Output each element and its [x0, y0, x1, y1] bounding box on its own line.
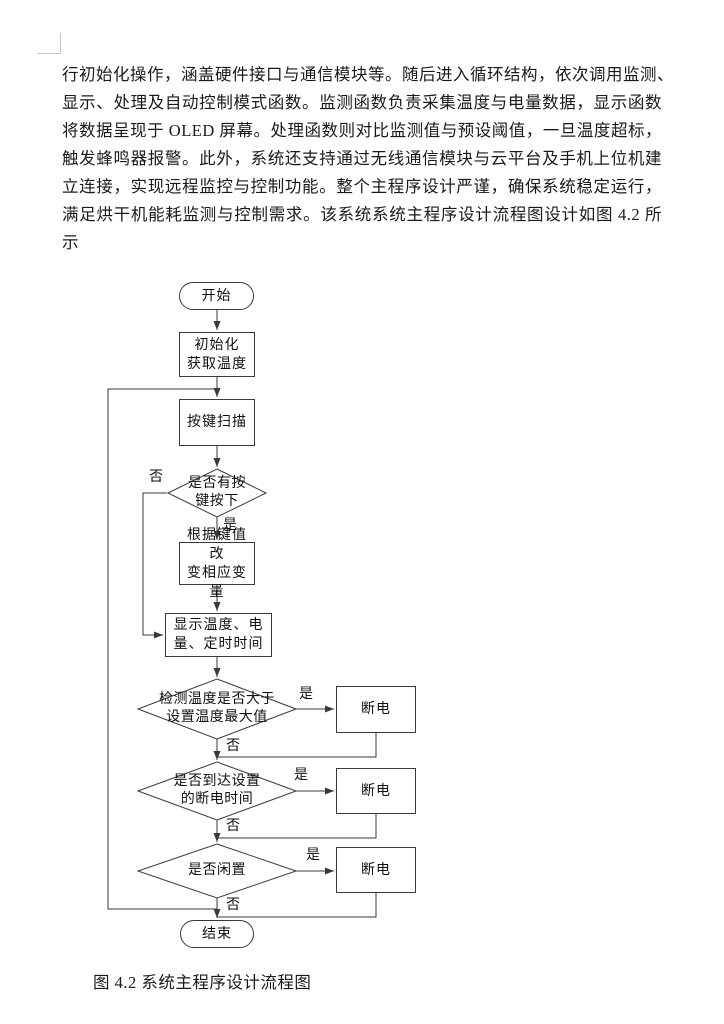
edge-keypressed-no-display	[142, 492, 167, 639]
branch-label-yes: 是	[306, 848, 320, 863]
diamond-key-pressed-shape	[166, 468, 268, 518]
node-cut-power-1: 断电	[336, 686, 416, 733]
node-start: 开始	[179, 282, 254, 310]
branch-label-yes: 是	[294, 768, 308, 783]
edge-loop-back	[107, 388, 217, 910]
text-boundary-mark-vertical	[60, 33, 61, 53]
node-cut-power-3: 断电	[336, 847, 416, 893]
branch-label-no: 否	[226, 898, 240, 913]
node-time-check-label: 是否到达设置 的断电时间	[173, 774, 261, 807]
node-display: 显示温度、电 量、定时时间	[165, 613, 272, 657]
edge-cutpower2-merge	[217, 814, 377, 839]
paragraph-line: 将数据呈现于 OLED 屏幕。处理函数则对比监测值与预设阈值，一旦温度超标，	[62, 121, 662, 140]
paragraph-line: 立连接，实现远程监控与控制功能。整个主程序设计严谨，确保系统稳定运行，	[62, 177, 662, 196]
diamond-idle-check-shape	[136, 843, 298, 899]
branch-label-yes: 是	[223, 518, 237, 533]
paragraph-line: 行初始化操作，涵盖硬件接口与通信模块等。随后进入循环结构，依次调用监测、	[62, 65, 674, 84]
paragraph-line: 满足烘干机能耗监测与控制需求。该系统系统主程序设计流程图设计如图 4.2 所	[62, 205, 662, 224]
body-paragraph: 行初始化操作，涵盖硬件接口与通信模块等。随后进入循环结构，依次调用监测、 显示、…	[62, 61, 674, 257]
figure-caption: 图 4.2 系统主程序设计流程图	[93, 973, 312, 992]
node-key-scan: 按键扫描	[179, 399, 255, 446]
paragraph-line: 触发蜂鸣器报警。此外，系统还支持通过无线通信模块与云平台及手机上位机建	[62, 149, 662, 168]
text-boundary-mark-horizontal	[37, 53, 61, 54]
diamond-time-check-shape	[136, 761, 298, 821]
node-idle-check-label: 是否闲置	[188, 863, 246, 878]
branch-label-no: 否	[226, 819, 240, 834]
edge-cutpower1-merge	[217, 733, 377, 758]
paragraph-line: 显示、处理及自动控制模式函数。监测函数负责采集温度与电量数据，显示函数	[62, 93, 662, 112]
branch-label-no: 否	[149, 470, 163, 485]
node-change-var: 根据键值改 变相应变量	[179, 528, 255, 600]
node-end: 结束	[180, 920, 254, 948]
branch-label-no: 否	[226, 739, 240, 754]
edge-cutpower3-merge	[217, 893, 377, 918]
node-cut-power-2: 断电	[336, 768, 416, 814]
node-init: 初始化 获取温度	[179, 332, 255, 377]
node-temp-check-label: 检测温度是否大于 设置温度最大值	[159, 692, 275, 725]
node-key-pressed-label: 是否有按 键按下	[188, 476, 246, 509]
diamond-temp-check-shape	[136, 678, 298, 740]
paragraph-line: 示	[62, 233, 79, 252]
branch-label-yes: 是	[299, 687, 313, 702]
